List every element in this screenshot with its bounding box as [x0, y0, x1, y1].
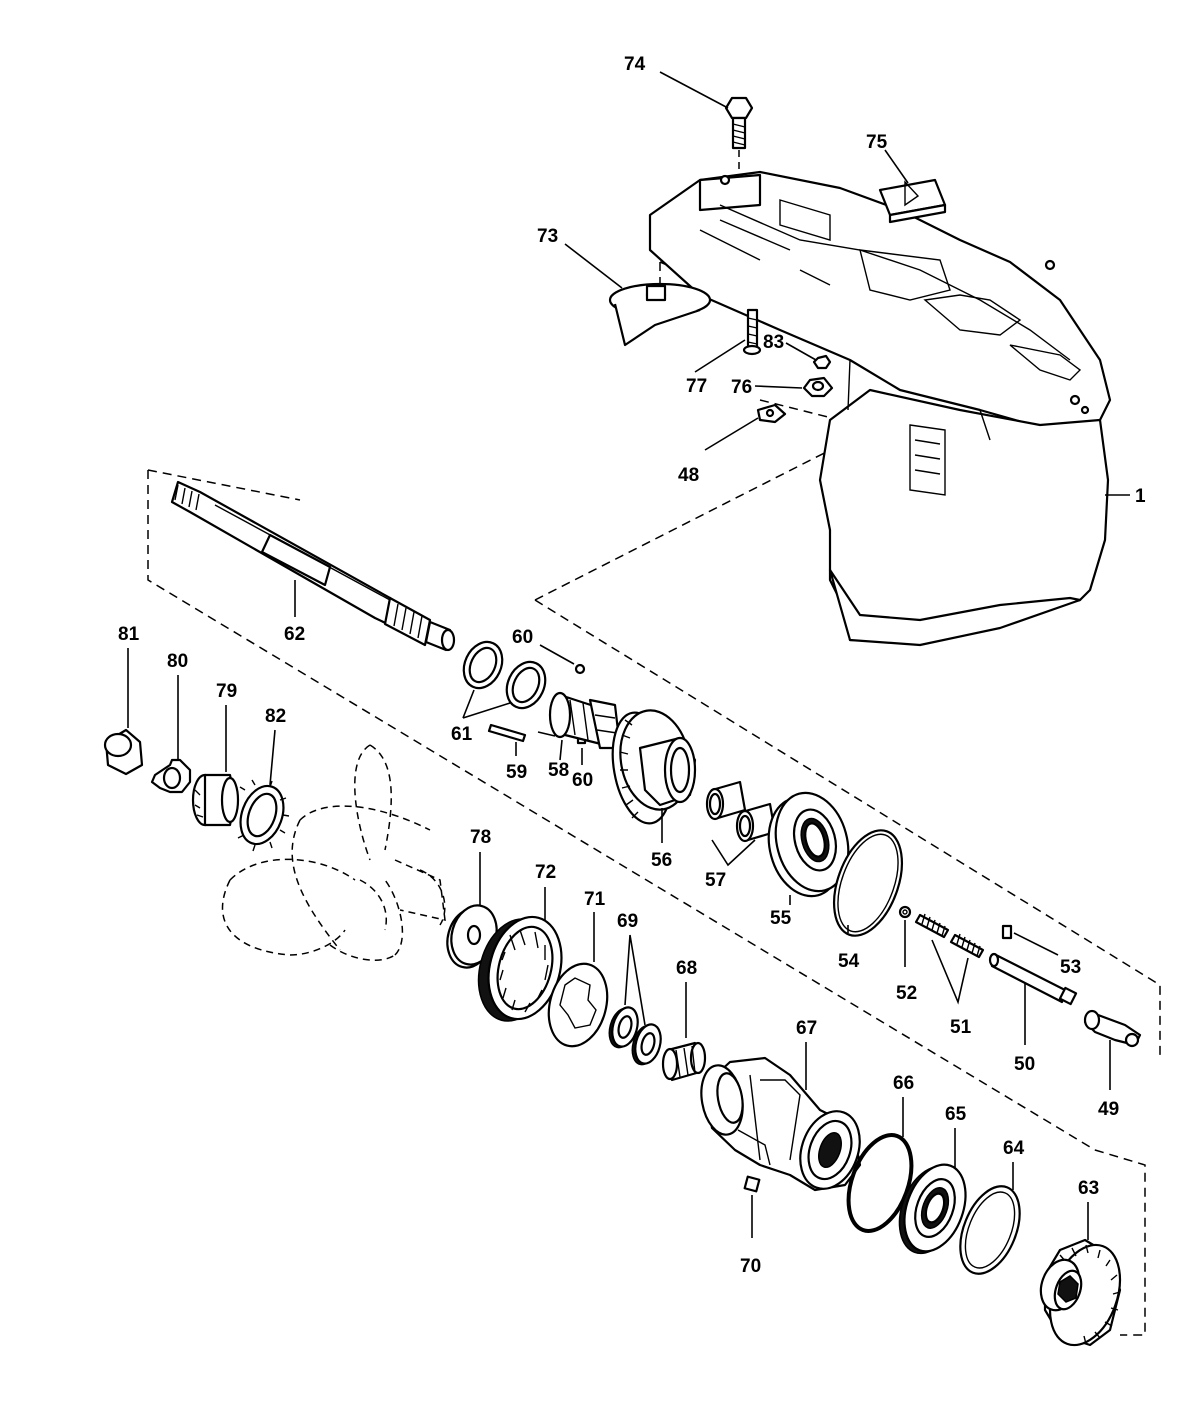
clutch-58: 58	[537, 691, 622, 781]
callout-72: 72	[535, 862, 556, 883]
o-ring-54: 54	[833, 829, 903, 972]
callout-1: 1	[1135, 486, 1146, 507]
shim-64: 64	[959, 1138, 1025, 1275]
callout-60-top: 60	[512, 627, 533, 648]
callout-74: 74	[624, 54, 646, 75]
seals-69: 69	[608, 911, 662, 1066]
springs-51: 51	[914, 913, 985, 1038]
callout-49: 49	[1098, 1099, 1119, 1120]
callout-78: 78	[470, 827, 491, 848]
callout-58: 58	[548, 760, 569, 781]
callout-61: 61	[451, 724, 473, 745]
callout-50: 50	[1014, 1054, 1035, 1075]
callout-52: 52	[896, 983, 917, 1004]
callout-60-bottom: 60	[572, 770, 593, 791]
prop-nut-81: 81	[103, 624, 144, 776]
cam-49: 49	[1083, 1009, 1142, 1120]
needle-bearing-68: 68	[661, 958, 707, 1082]
pin-59: 59	[487, 723, 527, 783]
cover-75: 75	[866, 132, 947, 224]
callout-59: 59	[506, 762, 527, 783]
pin-53: 53	[1001, 924, 1081, 978]
bolt-74: 74	[624, 54, 754, 175]
callout-63: 63	[1078, 1178, 1099, 1199]
callout-69: 69	[617, 911, 638, 932]
ball-60-bottom: 60	[572, 732, 593, 791]
callout-51: 51	[950, 1017, 972, 1038]
gear-housing: 1	[648, 170, 1146, 647]
propeller-shaft-62: 62	[170, 480, 456, 652]
callout-66: 66	[893, 1073, 914, 1094]
callout-68: 68	[676, 958, 697, 979]
callout-53: 53	[1060, 957, 1081, 978]
reverse-gear-63: 63	[1039, 1178, 1122, 1347]
callout-79: 79	[216, 681, 237, 702]
callout-80: 80	[167, 651, 188, 672]
callout-73: 73	[537, 226, 558, 247]
callout-67: 67	[796, 1018, 817, 1039]
callout-76: 76	[731, 377, 752, 398]
callout-71: 71	[584, 889, 606, 910]
callout-48: 48	[678, 465, 699, 486]
propeller-phantom	[221, 744, 446, 961]
ball-52: 52	[896, 905, 917, 1004]
callout-55: 55	[770, 908, 792, 929]
washer-83: 83	[763, 332, 832, 370]
callout-70: 70	[740, 1256, 761, 1277]
callout-65: 65	[945, 1104, 967, 1125]
ball-60-top: 60	[512, 627, 586, 675]
callout-56: 56	[651, 850, 672, 871]
callout-57: 57	[705, 870, 726, 891]
key-70: 70	[740, 1175, 761, 1277]
callout-54: 54	[838, 951, 860, 972]
roller-bearings-57: 57	[705, 780, 777, 891]
ball-bearing-55: 55	[767, 791, 850, 929]
bearing-carrier-67: 67	[700, 1018, 862, 1192]
thrust-hub-79: 79	[191, 681, 240, 827]
nut-76: 76	[731, 376, 834, 398]
callout-64: 64	[1003, 1138, 1025, 1159]
retainer-71: 71	[547, 889, 609, 1048]
forward-gear-56: 56	[611, 709, 697, 871]
callout-82: 82	[265, 706, 286, 727]
ball-bearing-65: 65	[898, 1104, 967, 1255]
rings-61: 61	[451, 640, 547, 745]
tab-washer-80: 80	[150, 651, 192, 794]
bearing-72: 72	[477, 862, 563, 1022]
callout-81: 81	[118, 624, 140, 645]
callout-75: 75	[866, 132, 888, 153]
anode-73: 73	[537, 226, 712, 347]
plate-48: 48	[678, 403, 787, 486]
cam-follower-50: 50	[988, 952, 1078, 1075]
screw-77: 77	[686, 308, 762, 397]
callout-77: 77	[686, 376, 707, 397]
callout-62: 62	[284, 624, 305, 645]
callout-83: 83	[763, 332, 784, 353]
locking-ring-82: 82	[237, 706, 290, 852]
